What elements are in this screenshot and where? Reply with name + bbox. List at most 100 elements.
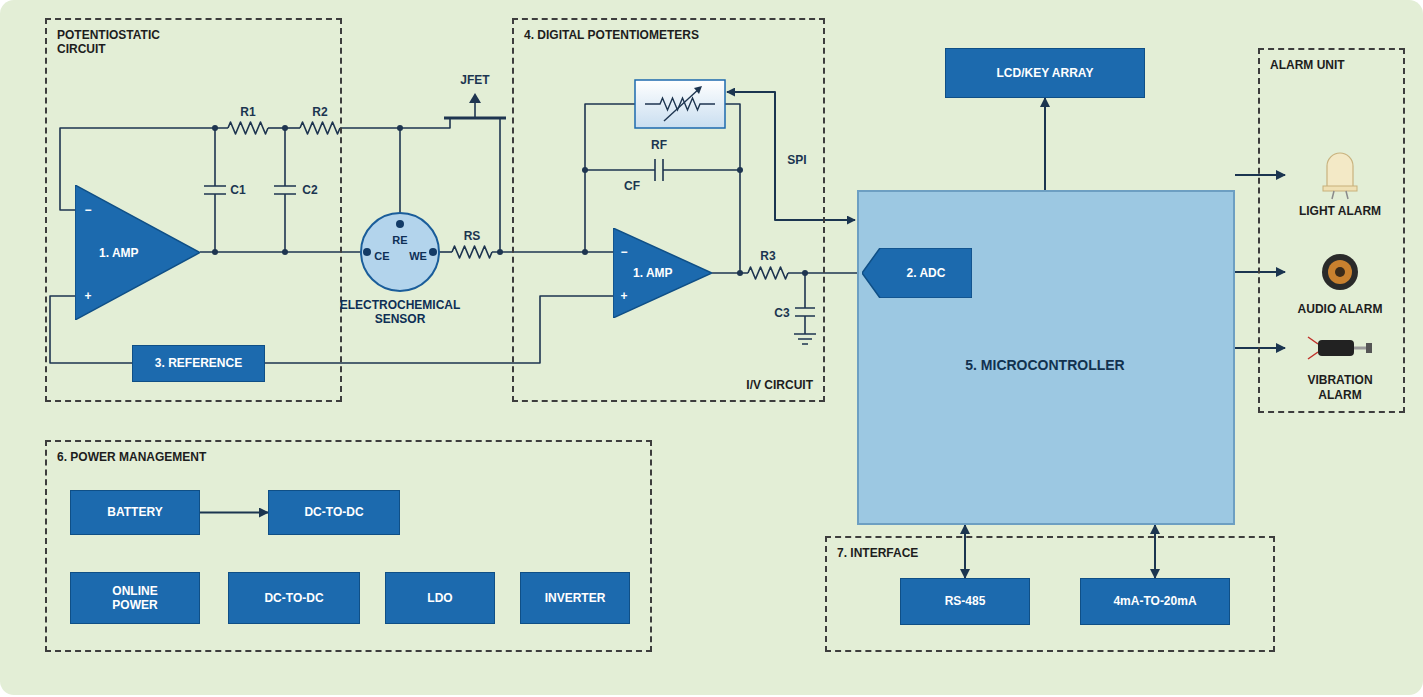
node-text: BATTERY [107,505,162,519]
part-label: R2 [312,106,327,118]
process-box: BATTERY [70,490,200,535]
process-box: ONLINE POWER [70,572,200,624]
node-text: ALARM UNIT [1270,58,1345,72]
part-label: C1 [230,184,245,196]
part-label: JFET [460,74,489,86]
wire [788,272,864,274]
resistor-symbol [300,122,340,134]
adc-shape [862,248,972,298]
process-box: INVERTER [520,572,630,624]
node-text: CE [374,250,389,263]
node-text: 1. AMP [633,266,673,280]
wire [585,104,635,252]
node-text: DC-TO-DC [304,505,363,519]
alarm-item: VIBRATION ALARM [1285,330,1395,402]
node-text: INVERTER [545,591,606,605]
alarm-item: LIGHT ALARM [1285,150,1395,218]
node-text: ONLINE POWER [100,584,170,613]
process-box: RS-485 [900,578,1030,625]
part-label: C2 [302,184,317,196]
node-text: DC-TO-DC [264,591,323,605]
op-amp-triangle: 1. AMP [613,228,712,318]
node-text: WE [409,250,427,263]
op-amp-shape [613,228,712,318]
node-text: POTENTIOSTATIC CIRCUIT [57,28,177,57]
resistor-symbol [228,122,268,134]
part-label: CF [624,180,640,192]
capacitor-symbol [655,159,663,181]
vibration-motor-icon [1308,337,1372,359]
connector-arrow [964,525,966,578]
process-box: LDO [385,572,495,624]
node-text: 4. DIGITAL POTENTIOMETERS [524,28,699,42]
capacitor-symbol [204,128,226,252]
wire [438,251,452,253]
process-box: 4mA-TO-20mA [1080,578,1230,625]
microcontroller-box: 2. ADC 5. MICROCONTROLLER [857,190,1235,525]
sensor-outline [360,212,440,292]
circuit-group: 1. AMP 4. DIGITAL POTENTIOMETERS I/V CIRCU… [512,18,825,402]
circuit-group: 1. AMP 3. REFERENCE POTENTIOSTATIC CIRCUIT [45,18,342,402]
process-box: LCD/KEY ARRAY [945,48,1145,98]
electrode-dot [363,248,371,256]
ground-symbol [794,334,816,344]
part-label: R3 [760,250,775,262]
node-text: LDO [427,591,452,605]
part-label: SPI [787,154,806,166]
node-text: I/V CIRCUIT [746,378,813,392]
wire [492,251,613,253]
resistor-symbol [452,246,492,258]
node-text: AUDIO ALARM [1298,302,1383,316]
alarm-item: AUDIO ALARM [1285,250,1395,316]
speaker-icon [1322,254,1358,290]
op-amp-shape [75,185,200,320]
resistor-symbol [748,267,788,279]
node-text: RE [392,234,407,247]
led-icon [1323,153,1357,199]
connector-arrow [1044,98,1046,190]
node-text: 3. REFERENCE [155,356,242,370]
node-text: LIGHT ALARM [1299,204,1381,218]
node-text: 7. INTERFACE [837,546,918,560]
node-text: 6. POWER MANAGEMENT [57,450,206,464]
wire [499,118,501,252]
wire [340,118,450,128]
connector-arrow [200,512,268,514]
node-text: 5. MICROCONTROLLER [965,357,1124,374]
part-label: RF [651,139,667,151]
part-label: C3 [774,307,789,319]
process-box: 3. REFERENCE [132,345,265,382]
connector-arrow [1235,174,1285,176]
part-label: R1 [240,106,255,118]
sensor-circle: RECEWEELECTROCHEMICAL SENSOR [360,212,440,292]
op-amp-triangle: 1. AMP [75,185,200,320]
process-box: DC-TO-DC [228,572,360,624]
wire [399,128,401,214]
circuit-group: RS-485 4mA-TO-20mA 7. INTERFACE [825,536,1275,652]
part-label: RS [464,230,481,242]
node-text: 1. AMP [99,245,139,259]
node-text: VIBRATION ALARM [1290,373,1390,402]
node-text: RS-485 [945,594,986,608]
connector-arrow [1235,347,1285,349]
node-text: LCD/KEY ARRAY [997,66,1094,80]
wire [725,104,740,273]
connector-arrow [1154,525,1156,578]
junction-dots [212,125,808,276]
sensor-body [361,213,439,291]
circuit-group: LIGHT ALARM AUDIO ALARM VIBRATION ALARM ALA… [1258,48,1405,413]
adc-block: 2. ADC [862,248,972,298]
node-text: ELECTROCHEMICAL SENSOR [325,298,475,327]
wire [265,296,613,363]
circuit-group: BATTERY DC-TO-DC ONLINE POWER DC-TO-DC LDO IN… [45,440,652,652]
spi-bus [727,92,855,220]
connector-arrow [1235,271,1285,273]
wire [200,251,362,253]
process-box: DC-TO-DC [268,490,400,535]
capacitor-symbol [795,273,815,334]
capacitor-symbol [274,128,296,252]
electrode-dot [396,220,404,228]
jfet-gate-arrow [469,93,481,103]
node-text: 2. ADC [880,266,972,280]
